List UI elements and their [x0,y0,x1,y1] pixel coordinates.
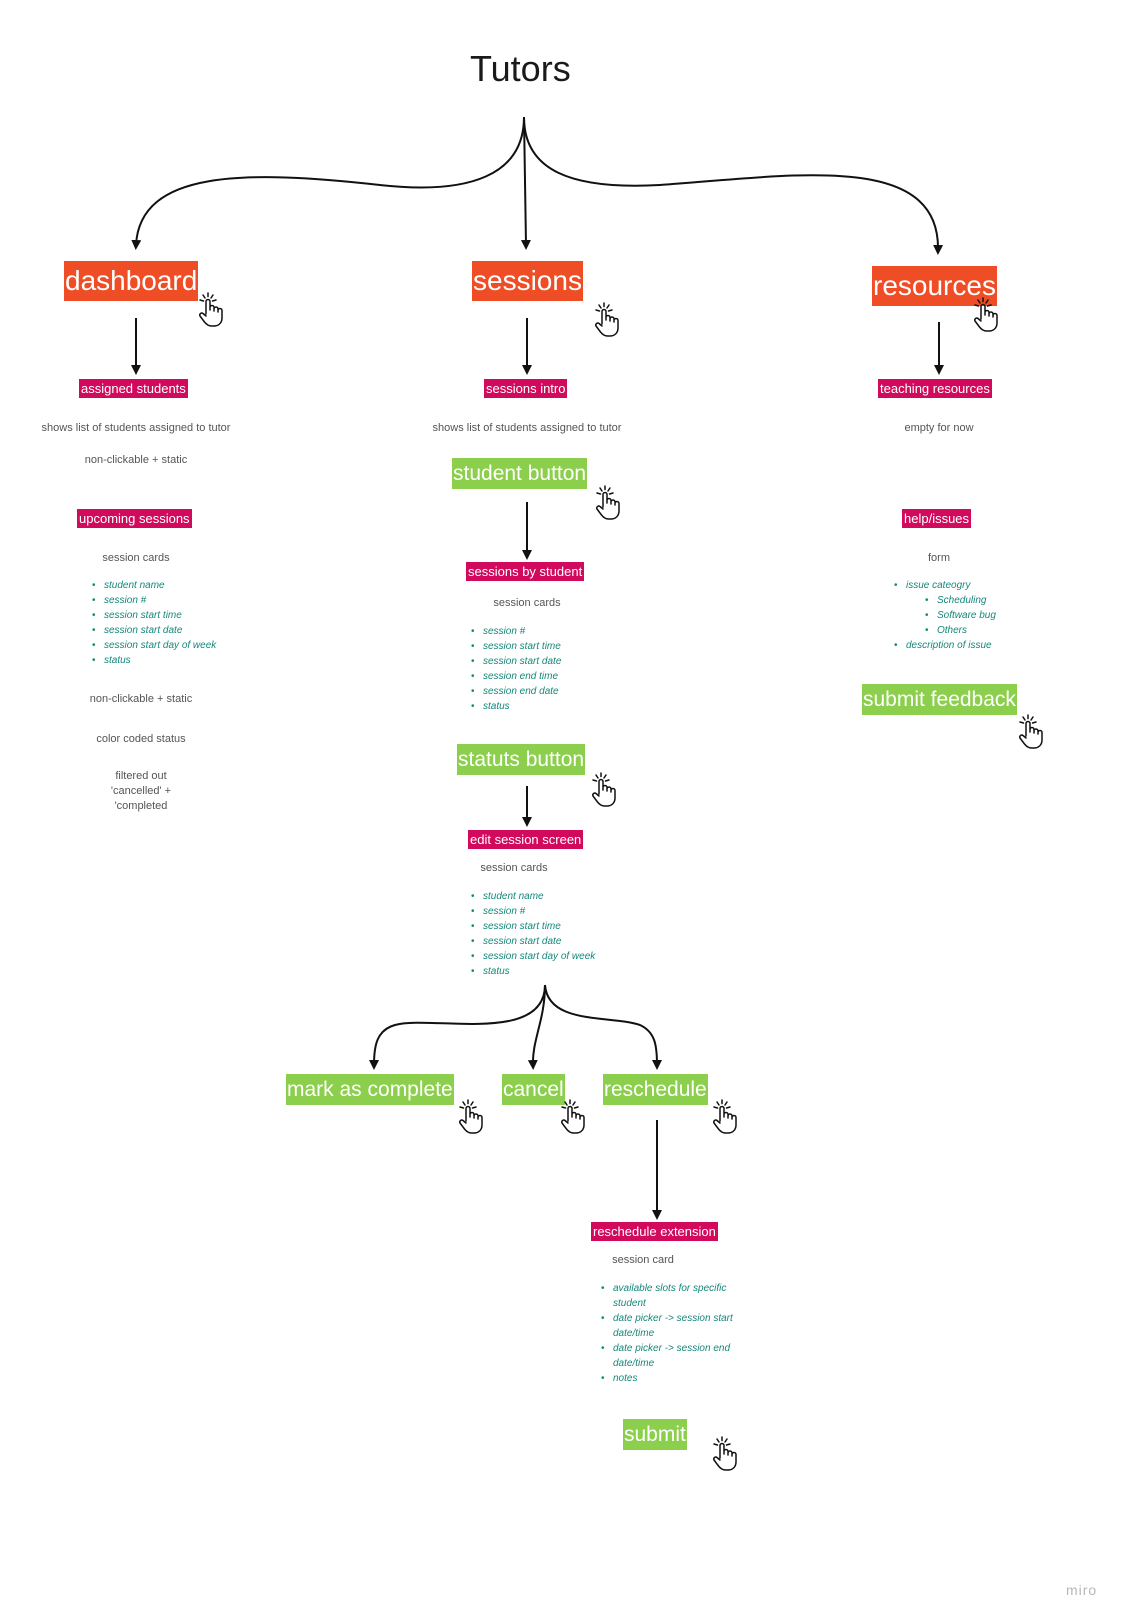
list-item: session # [471,904,595,919]
arrow-edit-to-cancel [527,984,546,1070]
list-item: session end time [471,669,561,684]
submit-feedback-button[interactable]: submit feedback [862,684,1017,715]
hand-pointer-click-icon [556,1099,592,1135]
list-item: date picker -> session start date/time [601,1311,751,1341]
edit-session-screen-fields: student name session # session start tim… [471,889,595,979]
miro-watermark: miro [1066,1582,1098,1598]
list-item: student name [92,578,216,593]
list-item: session start date [471,934,595,949]
upcoming-sessions-label: upcoming sessions [77,509,192,528]
edit-session-screen-note: session cards [480,862,548,874]
arrow-edit-to-mark-complete [369,984,546,1070]
hand-pointer-click-icon [1014,714,1050,750]
help-issues-fields: issue cateogry Scheduling Software bug O… [894,578,996,653]
hand-pointer-click-icon [454,1099,490,1135]
list-item: Software bug [894,608,996,623]
hand-pointer-click-icon [708,1436,744,1472]
list-item: issue cateogry [894,578,996,593]
arrow-edit-to-reschedule [544,984,662,1070]
reschedule-extension-fields: available slots for specific student dat… [601,1281,751,1386]
list-item: session start day of week [471,949,595,964]
sessions-by-student-label: sessions by student [466,562,585,581]
list-item: Scheduling [894,593,996,608]
diagram-title: Tutors [470,48,571,89]
hand-pointer-click-icon [194,292,230,328]
status-button[interactable]: statuts button [457,744,586,775]
list-item: session start time [92,608,216,623]
list-item: session start date [92,623,216,638]
reschedule-extension-label: reschedule extension [591,1222,718,1241]
arrow-tutors-to-sessions [520,116,531,250]
sessions-by-student-note: session cards [493,597,561,609]
hand-pointer-click-icon [708,1099,744,1135]
hand-pointer-click-icon [590,302,626,338]
dashboard-node[interactable]: dashboard [64,261,199,301]
list-item: session # [92,593,216,608]
list-item: notes [601,1371,751,1386]
arrow-tutors-to-dashboard [131,116,525,250]
sessions-intro-note: shows list of students assigned to tutor [432,422,622,434]
hand-pointer-click-icon [969,297,1005,333]
sessions-node[interactable]: sessions [472,261,583,301]
teaching-resources-label: teaching resources [878,379,992,398]
resources-node[interactable]: resources [872,266,997,306]
list-item: session end date [471,684,561,699]
list-item: date picker -> session end date/time [601,1341,751,1371]
list-item: session start day of week [92,638,216,653]
upcoming-sessions-note: session cards [102,552,170,564]
edit-session-screen-label: edit session screen [468,830,584,849]
help-issues-label: help/issues [902,509,972,528]
list-item: status [471,699,561,714]
arrow-tutors-to-resources [523,116,944,255]
list-item: available slots for specific student [601,1281,751,1311]
mark-as-complete-button[interactable]: mark as complete [286,1074,454,1105]
cancel-button[interactable]: cancel [502,1074,565,1105]
list-item: session start time [471,639,561,654]
assigned-students-note: shows list of students assigned to tutor [41,422,231,434]
list-item: status [471,964,595,979]
reschedule-extension-note: session card [612,1254,674,1266]
upcoming-sessions-note-4: filtered out 'cancelled' + 'completed [110,770,172,812]
list-item: session start date [471,654,561,669]
assigned-students-note-2: non-clickable + static [84,454,188,466]
list-item: status [92,653,216,668]
upcoming-sessions-fields: student name session # session start tim… [92,578,216,668]
list-item: session start time [471,919,595,934]
hand-pointer-click-icon [591,485,627,521]
sessions-intro-label: sessions intro [484,379,568,398]
submit-button[interactable]: submit [623,1419,687,1450]
sessions-by-student-fields: session # session start time session sta… [471,624,561,714]
student-button[interactable]: student button [452,458,588,489]
hand-pointer-click-icon [587,772,623,808]
upcoming-sessions-note-3: color coded status [96,733,186,745]
assigned-students-label: assigned students [79,379,188,398]
list-item: session # [471,624,561,639]
reschedule-button[interactable]: reschedule [603,1074,708,1105]
teaching-resources-note: empty for now [904,422,974,434]
list-item: description of issue [894,638,996,653]
upcoming-sessions-note-2: non-clickable + static [89,693,193,705]
help-issues-note: form [928,552,950,564]
list-item: Others [894,623,996,638]
list-item: student name [471,889,595,904]
